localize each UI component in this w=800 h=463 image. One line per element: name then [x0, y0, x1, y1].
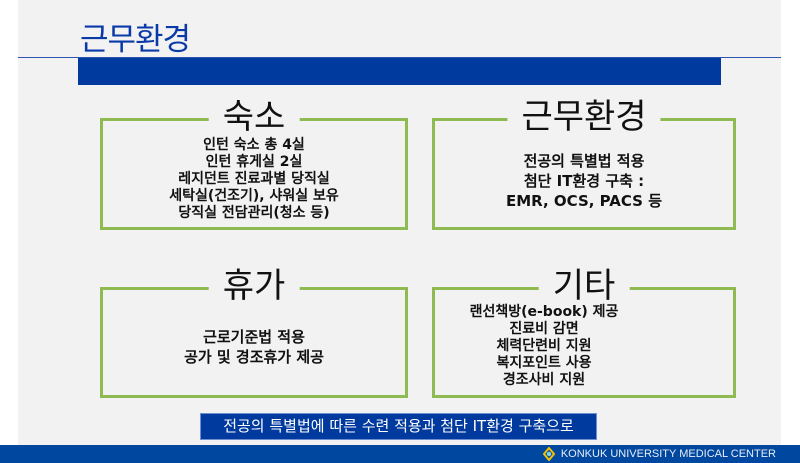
header-bar [78, 58, 721, 85]
footer-brand-text: KONKUK UNIVERSITY MEDICAL CENTER [560, 448, 776, 460]
kumc-logo-icon [542, 447, 556, 461]
box-lines: 인턴 숙소 총 4실 인턴 휴게실 2실 레지던트 진료과별 당직실 세탁실(건… [103, 137, 405, 222]
box-work-environment: 근무환경 전공의 특별법 적용 첨단 IT환경 구축 : EMR, OCS, P… [432, 95, 736, 230]
page-title: 근무환경 [80, 22, 191, 58]
line: 체력단련비 지원 [496, 338, 592, 354]
line: EMR, OCS, PACS 등 [505, 192, 663, 210]
box-title: 숙소 [208, 95, 300, 139]
line: 경조사비 지원 [502, 372, 586, 388]
box-vacation: 휴가 근로기준법 적용 공가 및 경조휴가 제공 [100, 264, 408, 398]
box-title: 휴가 [208, 264, 300, 308]
line: 첨단 IT환경 구축 : [523, 172, 645, 190]
box-title: 기타 [538, 264, 630, 308]
line: 진료비 감면 [509, 321, 579, 337]
box-lines: 근로기준법 적용 공가 및 경조휴가 제공 [103, 327, 405, 367]
line: 근로기준법 적용 [203, 328, 305, 346]
line: 인턴 숙소 총 4실 [203, 137, 305, 153]
line: 랜선책방(e-book) 제공 [469, 304, 619, 320]
line: 레지던트 진료과별 당직실 [178, 171, 330, 187]
line: 인턴 휴게실 2실 [205, 154, 303, 170]
line: 복지포인트 사용 [496, 355, 592, 371]
line: 공가 및 경조휴가 제공 [184, 348, 324, 366]
line: 세탁실(건조기), 샤워실 보유 [169, 188, 339, 204]
footer-brand: KONKUK UNIVERSITY MEDICAL CENTER [542, 446, 776, 462]
box-dormitory: 숙소 인턴 숙소 총 4실 인턴 휴게실 2실 레지던트 진료과별 당직실 세탁… [100, 95, 408, 230]
box-lines: 전공의 특별법 적용 첨단 IT환경 구축 : EMR, OCS, PACS 등 [435, 151, 733, 211]
line: 당직실 전담관리(청소 등) [178, 205, 330, 221]
box-etc: 기타 랜선책방(e-book) 제공 진료비 감면 체력단련비 지원 복지포인트… [432, 264, 736, 398]
footer-bar: KONKUK UNIVERSITY MEDICAL CENTER [0, 445, 800, 463]
box-title: 근무환경 [507, 95, 661, 139]
box-lines: 랜선책방(e-book) 제공 진료비 감면 체력단련비 지원 복지포인트 사용… [435, 304, 653, 389]
line: 전공의 특별법 적용 [523, 152, 645, 170]
divider [18, 57, 781, 58]
summary-banner: 전공의 특별법에 따른 수련 적용과 첨단 IT환경 구축으로 [200, 413, 597, 440]
